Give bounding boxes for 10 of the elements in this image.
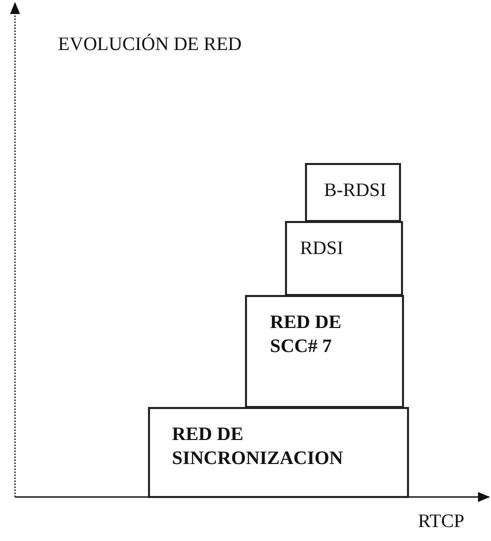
layer-label: RDSI <box>300 237 344 261</box>
layer-label: RED DE SCC# 7 <box>270 311 342 359</box>
axis-title: RTCP <box>418 511 464 533</box>
network-layer-box <box>245 295 404 408</box>
network-layer-box <box>305 163 401 222</box>
axis-title: EVOLUCIÓN DE RED <box>58 34 242 56</box>
layer-label: B-RDSI <box>324 179 388 203</box>
network-layer-box <box>148 407 409 498</box>
layer-label: RED DE SINCRONIZACION <box>172 423 344 471</box>
network-layer-box <box>285 221 403 296</box>
